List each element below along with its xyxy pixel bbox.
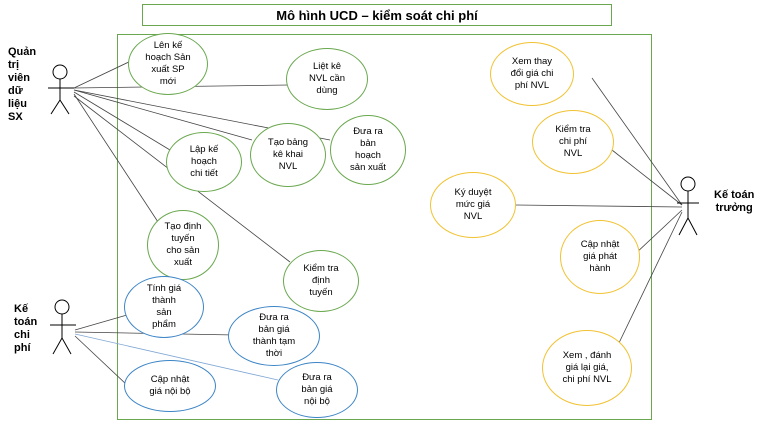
assoc-chief-view — [591, 77, 683, 206]
usecase-approve-price[interactable]: Ký duyệt mức giá NVL — [430, 172, 516, 238]
admin-actor-figure — [48, 64, 74, 115]
usecase-output-plan[interactable]: Đưa ra bản hoạch sản xuất — [330, 115, 406, 185]
assoc-admin-plan — [73, 59, 134, 89]
usecase-temp-cost[interactable]: Đưa ra bản giá thành tạm thời — [228, 306, 320, 366]
assoc-admin-declaration — [73, 89, 253, 141]
assoc-chief-update — [633, 209, 683, 256]
assoc-chief-approve — [515, 204, 683, 208]
assoc-cost-update — [74, 335, 128, 386]
actor-label-cost-accountant: Kế toán chi phí — [14, 303, 38, 354]
chief-accountant-actor-figure — [677, 176, 699, 236]
usecase-update-internal[interactable]: Cập nhật giá nội bộ — [124, 360, 216, 412]
usecase-view-price-change[interactable]: Xem thay đổi giá chi phí NVL — [490, 42, 574, 106]
assoc-chief-check — [611, 149, 683, 206]
usecase-review-prices[interactable]: Xem , đánh giá lại giá, chi phí NVL — [542, 330, 632, 406]
assoc-admin-route — [73, 93, 161, 226]
usecase-list-materials[interactable]: Liệt kê NVL cần dùng — [286, 48, 368, 110]
usecase-check-cost[interactable]: Kiểm tra chi phí NVL — [532, 110, 614, 174]
system-boundary — [117, 34, 652, 420]
assoc-admin-detailed — [73, 91, 171, 151]
usecase-declaration-table[interactable]: Tạo bảng kê khai NVL — [250, 123, 326, 187]
usecase-detailed-plan[interactable]: Lập kế hoạch chi tiết — [166, 132, 242, 192]
usecase-internal-price[interactable]: Đưa ra bản giá nội bộ — [276, 362, 358, 418]
cost-accountant-actor-figure — [50, 299, 76, 355]
assoc-cost-calc — [74, 314, 128, 331]
usecase-calc-cost[interactable]: Tính giá thành sản phẩm — [124, 276, 204, 338]
usecase-plan-production[interactable]: Lên kế hoạch Sản xuất SP mới — [128, 33, 208, 95]
usecase-check-route[interactable]: Kiểm tra định tuyến — [283, 250, 359, 312]
actor-label-admin: Quản trị viên dữ liệu SX — [8, 46, 37, 123]
diagram-title: Mô hình UCD – kiểm soát chi phí — [142, 4, 612, 26]
usecase-production-route[interactable]: Tạo định tuyến cho sản xuất — [147, 210, 219, 280]
assoc-chief-review — [617, 211, 683, 346]
assoc-cost-internal — [74, 333, 279, 381]
actor-label-chief-accountant: Kế toán trưởng — [714, 189, 755, 214]
usecase-update-issue-price[interactable]: Cập nhật giá phát hành — [560, 220, 640, 294]
